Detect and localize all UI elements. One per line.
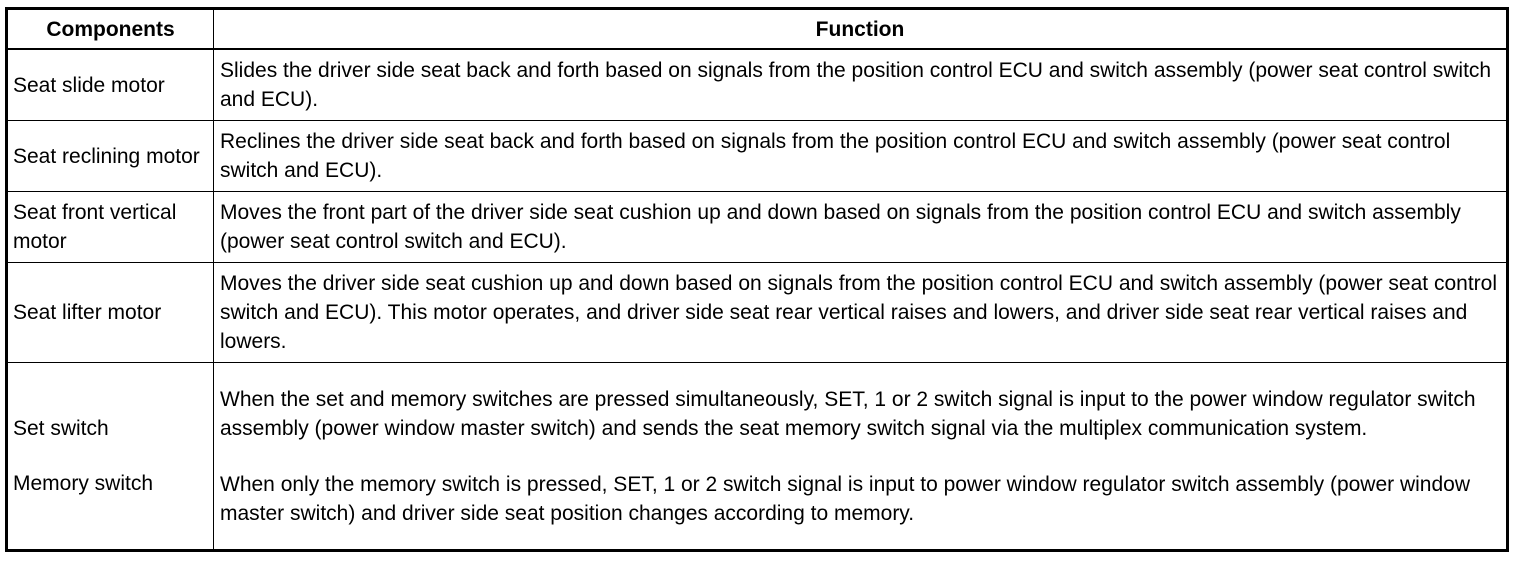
function-text: Moves the front part of the driver side … [220, 201, 1461, 253]
function-text-memory-only: When only the memory switch is pressed, … [220, 472, 1471, 525]
function-text: Slides the driver side seat back and for… [220, 59, 1492, 111]
component-cell: Seat reclining motor [6, 120, 214, 192]
function-cell: Slides the driver side seat back and for… [213, 48, 1508, 121]
component-cell: Set switch Memory switch [6, 362, 214, 551]
header-components: Components [6, 8, 214, 50]
function-cell: Reclines the driver side seat back and f… [213, 120, 1508, 192]
function-cell: Moves the front part of the driver side … [213, 191, 1508, 263]
function-text: Moves the driver side seat cushion up an… [220, 272, 1497, 353]
table-row: Seat front vertical motor Moves the fron… [6, 191, 1508, 263]
component-name: Seat lifter motor [13, 301, 162, 324]
component-cell: Seat front vertical motor [6, 191, 214, 263]
component-name-memory-switch: Memory switch [13, 472, 154, 495]
component-name: Seat front vertical motor [13, 201, 177, 253]
header-row: Components Function [6, 8, 1508, 50]
table-row: Seat reclining motor Reclines the driver… [6, 120, 1508, 192]
component-cell: Seat slide motor [6, 48, 214, 121]
function-cell: Moves the driver side seat cushion up an… [213, 262, 1508, 363]
table-row: Seat slide motor Slides the driver side … [6, 48, 1508, 121]
table-header: Components Function [6, 8, 1508, 50]
component-name: Seat slide motor [13, 73, 165, 97]
table-body: Seat slide motor Slides the driver side … [6, 48, 1508, 551]
table-row: Seat lifter motor Moves the driver side … [6, 262, 1508, 363]
component-name: Seat reclining motor [13, 144, 200, 168]
function-text: Reclines the driver side seat back and f… [220, 130, 1451, 182]
function-text-set-and-memory: When the set and memory switches are pre… [220, 387, 1476, 440]
components-function-table-wrapper: Components Function Seat slide motor Sli… [5, 7, 1509, 552]
table-row: Set switch Memory switch When the set an… [6, 362, 1508, 551]
components-function-table: Components Function Seat slide motor Sli… [5, 7, 1509, 552]
component-name-set-switch: Set switch [13, 417, 109, 440]
function-cell: When the set and memory switches are pre… [213, 362, 1508, 551]
header-function: Function [213, 8, 1508, 50]
component-cell: Seat lifter motor [6, 262, 214, 363]
